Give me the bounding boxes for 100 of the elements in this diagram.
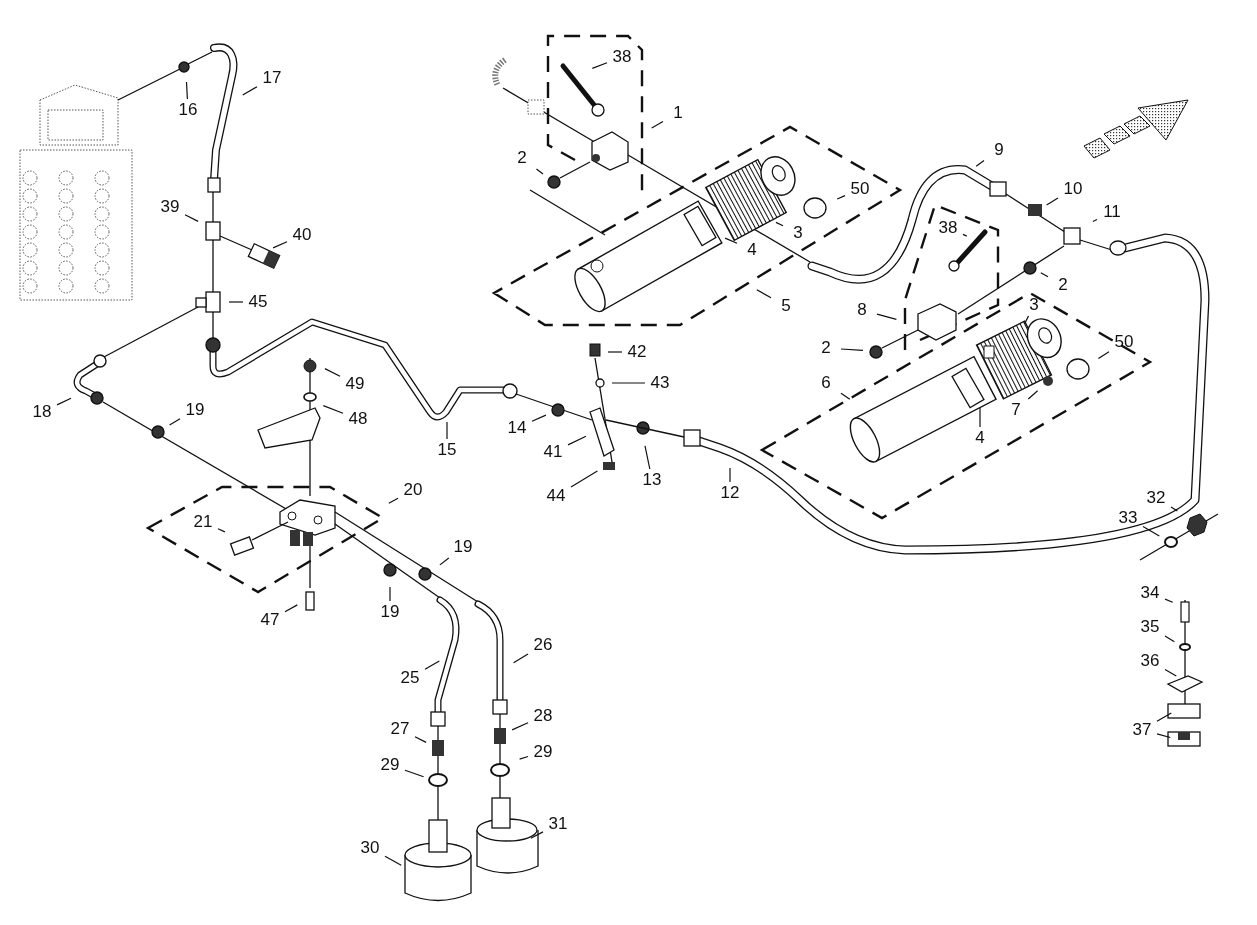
leader-line: [513, 653, 529, 664]
leader-line: [570, 470, 598, 488]
callout-number: 8: [848, 300, 876, 320]
leader-line: [1092, 218, 1098, 223]
leader-line: [272, 241, 288, 249]
callout-number: 26: [529, 635, 557, 655]
callout-number: 20: [399, 480, 427, 500]
callout-number: 1: [664, 103, 692, 123]
leader-line: [644, 445, 651, 470]
callout-number: 5: [772, 296, 800, 316]
leader-line: [756, 289, 772, 299]
callout-number: 37: [1128, 720, 1156, 740]
callout-number: 38: [608, 47, 636, 67]
callout-number: 29: [529, 742, 557, 762]
callout-number: 44: [542, 486, 570, 506]
leader-line: [611, 382, 646, 384]
leader-line: [840, 348, 864, 351]
leader-line: [1170, 506, 1178, 512]
callout-number: 16: [174, 100, 202, 120]
leader-line: [414, 736, 427, 743]
leader-line: [962, 233, 968, 237]
leader-line: [840, 392, 851, 400]
callout-number: 7: [1002, 400, 1030, 420]
leader-line: [184, 214, 199, 222]
leader-line: [530, 831, 544, 839]
leader-line: [1164, 635, 1175, 643]
callout-number: 33: [1114, 508, 1142, 528]
leader-line: [775, 221, 784, 227]
callout-number: 3: [1020, 295, 1048, 315]
leader-line: [389, 586, 391, 602]
callout-number: 2: [508, 148, 536, 168]
callout-number: 36: [1136, 651, 1164, 671]
callout-number: 9: [985, 140, 1013, 160]
callout-number: 39: [156, 197, 184, 217]
leader-line: [384, 855, 402, 866]
leader-line: [836, 195, 846, 200]
callout-number: 13: [638, 470, 666, 490]
callout-number: 43: [646, 373, 674, 393]
callout-number: 41: [539, 442, 567, 462]
leader-line: [1142, 526, 1160, 537]
leader-line: [56, 397, 72, 406]
leader-line: [535, 168, 544, 175]
callout-number: 40: [288, 225, 316, 245]
leader-line: [217, 528, 226, 533]
callout-number: 35: [1136, 617, 1164, 637]
callout-number: 42: [623, 342, 651, 362]
callout-number: 19: [449, 537, 477, 557]
callout-number: 50: [1110, 332, 1138, 352]
callout-number: 2: [812, 338, 840, 358]
callout-number: 19: [181, 400, 209, 420]
leader-line: [1156, 712, 1172, 722]
callout-number: 3: [784, 223, 812, 243]
callout-number: 27: [386, 719, 414, 739]
leader-line: [1164, 669, 1177, 677]
leader-line: [242, 86, 258, 96]
callout-number: 4: [966, 428, 994, 448]
callout-number: 28: [529, 706, 557, 726]
callout-number: 32: [1142, 488, 1170, 508]
leader-line: [185, 81, 188, 100]
callout-number: 2: [1049, 275, 1077, 295]
leader-line: [324, 368, 341, 377]
leader-line: [1027, 390, 1039, 400]
leader-line: [1023, 315, 1030, 325]
callout-number: 48: [344, 409, 372, 429]
callout-number: 21: [189, 512, 217, 532]
leader-line: [1156, 733, 1171, 739]
leader-line: [651, 121, 664, 129]
callout-number: 14: [503, 418, 531, 438]
leader-line: [591, 62, 608, 69]
callout-number: 47: [256, 610, 284, 630]
callout-number: 4: [738, 240, 766, 260]
leader-line: [1164, 598, 1174, 603]
callout-number: 30: [356, 838, 384, 858]
leader-line: [424, 660, 440, 670]
callout-number: 29: [376, 755, 404, 775]
leader-line: [519, 755, 529, 760]
leader-line: [1046, 197, 1059, 206]
leader-line: [169, 418, 181, 426]
callout-number: 10: [1059, 179, 1087, 199]
leader-line: [439, 557, 450, 566]
callout-number: 45: [244, 292, 272, 312]
leader-line: [322, 405, 344, 414]
leader-line: [531, 414, 547, 422]
callout-number: 18: [28, 402, 56, 422]
leader-line: [607, 351, 623, 353]
leader-line: [567, 435, 587, 446]
leader-line: [1040, 272, 1049, 278]
callout-number: 11: [1098, 202, 1126, 222]
callout-number: 15: [433, 440, 461, 460]
callout-number: 34: [1136, 583, 1164, 603]
callout-number: 49: [341, 374, 369, 394]
leader-line: [446, 421, 448, 440]
leader-line: [975, 160, 985, 167]
leader-line: [228, 301, 244, 303]
callout-number: 50: [846, 179, 874, 199]
callout-number: 25: [396, 668, 424, 688]
leader-line: [1097, 351, 1110, 360]
callout-number: 38: [934, 218, 962, 238]
leader-line: [284, 604, 298, 613]
leader-line: [979, 407, 981, 428]
